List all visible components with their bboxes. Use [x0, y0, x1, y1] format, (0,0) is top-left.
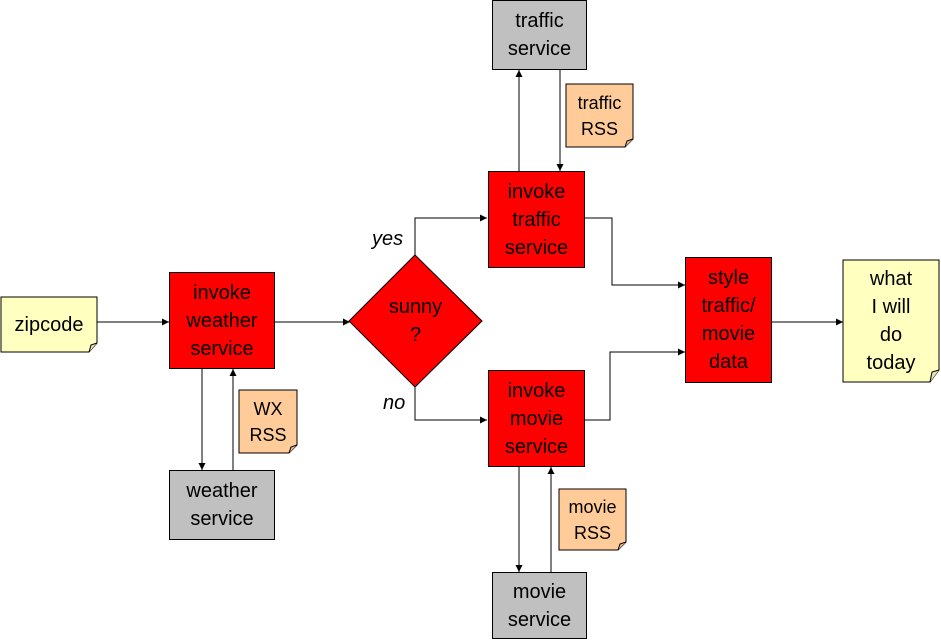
text-line: movie: [701, 323, 756, 345]
text-line: style: [707, 267, 750, 289]
text-line: service: [504, 435, 569, 458]
text-line: invoke: [193, 281, 251, 304]
text-line: movie: [512, 580, 567, 603]
text-line: service: [507, 38, 572, 60]
text-line: RSS: [249, 424, 287, 445]
text-line: weather: [186, 480, 258, 502]
sunny-decision-label: sunny?: [349, 255, 482, 387]
traffic-service-box: traffic service: [492, 0, 587, 70]
text-line: weather: [186, 309, 258, 332]
text-line: movie: [568, 496, 617, 517]
invoke-movie-service-box: invoke movie service: [488, 370, 585, 467]
output-note-fold: [929, 369, 940, 383]
text-line: zipcode: [14, 313, 84, 336]
text-line: do: [879, 324, 903, 346]
invoke-weather-service-box: invoke weather service: [169, 272, 275, 369]
yes-branch-label: yes: [372, 228, 404, 250]
text-line: data: [709, 351, 748, 373]
text-line: WX: [253, 398, 283, 419]
text-line: traffic: [577, 92, 622, 113]
movie-rss-note-fold: [617, 541, 627, 551]
text-line: sunny: [388, 296, 443, 318]
zipcode-note-fold: [88, 342, 98, 353]
text-line: invoke: [507, 379, 566, 402]
wx-rss-label: WX RSS: [239, 390, 297, 453]
invoke-traffic-service-box: invoke traffic service: [488, 171, 585, 268]
edge-sunny-yes: [414, 214, 487, 255]
style-data-box: style traffic/movie data: [685, 257, 772, 383]
text-line: RSS: [573, 522, 611, 543]
edge-movie-to-style: [585, 348, 685, 421]
text-line: ?: [409, 324, 422, 346]
text-line: movie: [509, 407, 564, 430]
text-line: service: [504, 236, 569, 259]
wx-rss-note-fold: [288, 444, 298, 454]
edge-sunny-no: [414, 387, 487, 424]
text-line: RSS: [580, 118, 618, 139]
movie-service-box: movie service: [492, 572, 587, 639]
text-line: service: [507, 608, 572, 631]
text-line: today: [866, 352, 916, 374]
no-branch-label: no: [383, 392, 406, 414]
text-line: I will: [871, 296, 911, 318]
traffic-rss-note-fold: [624, 138, 634, 148]
text-line: traffic: [515, 10, 564, 32]
sunny-decision-shape: [348, 254, 483, 388]
text-line: traffic: [512, 208, 561, 231]
text-line: service: [190, 508, 254, 530]
edge-traffic-to-style: [585, 217, 685, 289]
text-line: invoke: [507, 180, 566, 203]
text-line: what: [869, 268, 913, 290]
zipcode-label: zipcode: [1, 297, 97, 352]
text-line: service: [190, 337, 254, 360]
weather-service-box: weather service: [169, 470, 275, 540]
text-line: traffic/: [701, 295, 756, 317]
output-label: what I will do today: [843, 260, 939, 382]
